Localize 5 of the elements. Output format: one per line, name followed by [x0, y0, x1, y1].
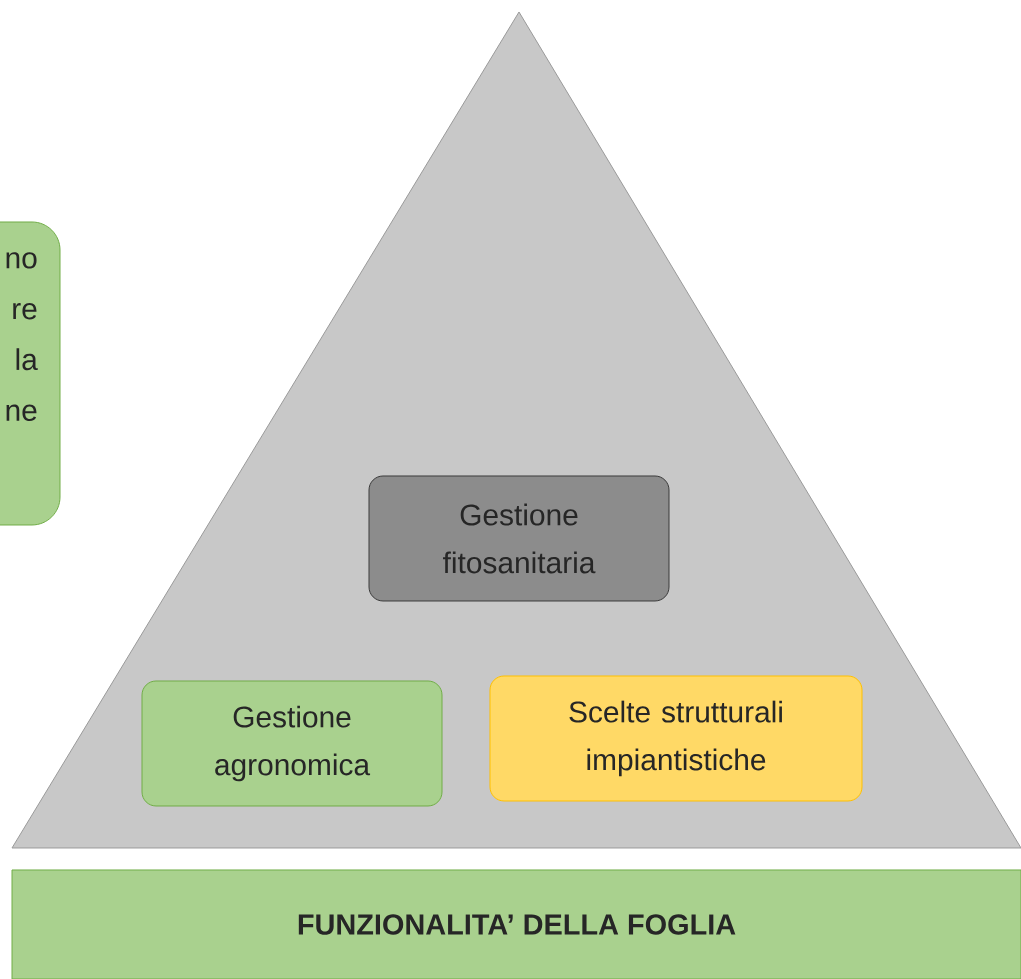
text-box: Gestione fitosanitaria — [368, 475, 670, 602]
text-box: Scelte strutturali impiantistiche — [489, 675, 863, 802]
text-box: no re la ne — [0, 221, 61, 526]
text-box: Gestione agronomica — [141, 680, 443, 807]
base-band: FUNZIONALITA’ DELLA FOGLIA — [11, 869, 1021, 979]
